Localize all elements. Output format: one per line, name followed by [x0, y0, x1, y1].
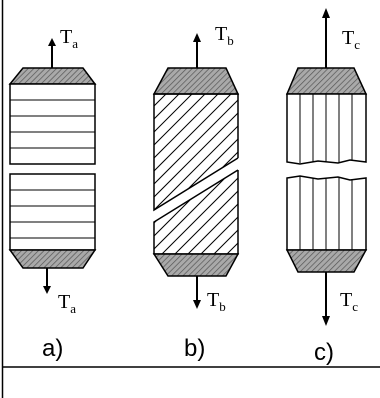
hatch-line-b [154, 94, 232, 254]
caption-a: a) [42, 335, 63, 362]
grip-bottom-a [8, 249, 97, 269]
hatch-line-b [154, 94, 206, 254]
caption-c: c) [314, 339, 334, 366]
label-bottom-c: Tc [340, 289, 358, 314]
specimen-b: Tb Tb [152, 23, 240, 314]
hatch-line-b [154, 94, 238, 254]
specimen-c: Tc Tc [285, 8, 368, 326]
hatch-line-b [200, 94, 238, 254]
hatch-line-b [154, 94, 219, 254]
hatch-line-b [187, 94, 238, 254]
hatch-line-b [161, 94, 238, 254]
label-top-c: Tc [342, 27, 360, 52]
hatch-line-b [174, 94, 238, 254]
grip-top-c [285, 67, 368, 95]
grip-top-b [152, 67, 240, 95]
hatch-line-b [154, 94, 238, 254]
grip-bottom-b [152, 253, 240, 277]
label-bottom-b: Tb [207, 289, 226, 314]
upper-half-a [9, 83, 96, 165]
label-top-b: Tb [215, 23, 234, 48]
upper-half-b [153, 93, 239, 212]
label-top-a: Ta [60, 26, 78, 51]
hatch-line-b [154, 94, 238, 254]
lower-half-a [9, 173, 96, 251]
hatch-line-b [154, 94, 238, 254]
grip-top-a [8, 67, 97, 85]
caption-b: b) [184, 335, 205, 362]
hatch-line-b [154, 94, 193, 254]
grip-bottom-c [285, 249, 368, 273]
specimen-a: Ta Ta [8, 26, 97, 316]
label-bottom-a: Ta [58, 291, 76, 316]
